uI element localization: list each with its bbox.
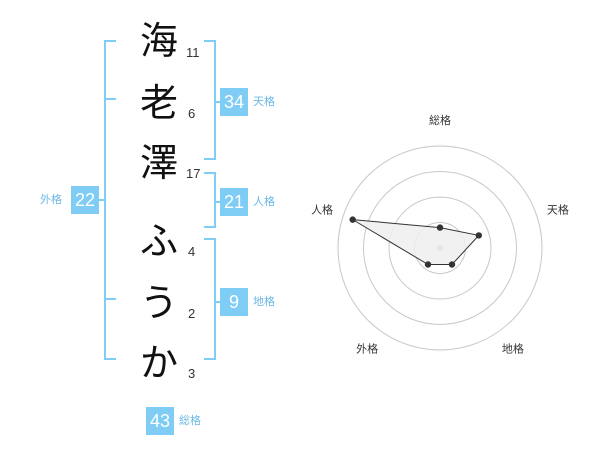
stroke-count: 3 bbox=[188, 366, 196, 381]
soukaku-label: 総格 bbox=[179, 414, 201, 427]
stroke-count: 11 bbox=[186, 45, 200, 60]
radar-series-polygon bbox=[352, 219, 480, 266]
stroke-count: 17 bbox=[186, 166, 201, 181]
stroke-count: 2 bbox=[188, 306, 196, 321]
tenkaku-value-badge: 34 bbox=[220, 88, 248, 116]
gaikaku-value-badge: 22 bbox=[71, 186, 99, 214]
radar-ring bbox=[363, 171, 517, 325]
tenkaku-label: 天格 bbox=[253, 95, 275, 108]
radar-point bbox=[448, 261, 456, 268]
radar-axis-label: 天格 bbox=[547, 203, 569, 217]
name-character: う bbox=[139, 281, 178, 325]
radar-point bbox=[349, 216, 356, 223]
stroke-count: 6 bbox=[188, 106, 196, 121]
radar-shape bbox=[349, 216, 483, 268]
radar-axis-label: 地格 bbox=[502, 341, 524, 355]
radar-point bbox=[436, 224, 444, 231]
name-character: か bbox=[139, 341, 178, 385]
chikaku-value-badge: 9 bbox=[220, 288, 248, 316]
radar-axis-label: 外格 bbox=[356, 341, 378, 355]
name-character: 海 bbox=[139, 19, 178, 63]
name-character: 老 bbox=[139, 81, 178, 125]
jinkaku-label: 人格 bbox=[253, 195, 275, 208]
name-character: 澤 bbox=[139, 141, 178, 185]
radar-point bbox=[475, 232, 483, 239]
gaikaku-label: 外格 bbox=[40, 193, 62, 206]
radar-ring bbox=[337, 145, 543, 351]
name-character: ふ bbox=[139, 219, 178, 263]
stroke-count: 4 bbox=[188, 244, 196, 259]
jinkaku-value-badge: 21 bbox=[220, 188, 248, 216]
soukaku-value-badge: 43 bbox=[146, 407, 174, 435]
radar-axis-label: 総格 bbox=[429, 113, 451, 127]
radar-point bbox=[424, 261, 432, 268]
radar-ring bbox=[388, 196, 492, 300]
chikaku-label: 地格 bbox=[253, 295, 275, 308]
radar-axis-label: 人格 bbox=[311, 203, 333, 217]
